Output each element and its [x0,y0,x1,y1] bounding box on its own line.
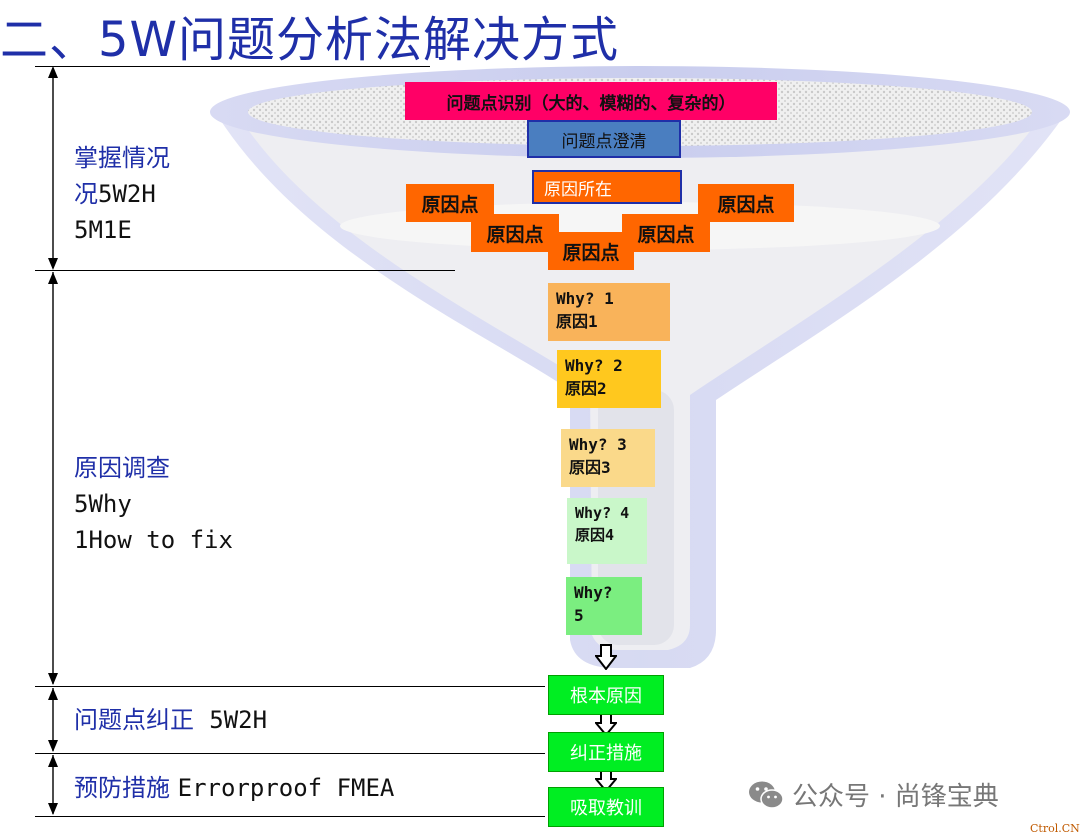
why-cause-4: 原因4 [575,526,615,544]
divider-line [35,686,545,687]
why-box-1: Why? 1 原因1 [548,283,670,341]
situation-method-5w2h: 5W2H [98,180,156,208]
why-question-2: Why? 2 [565,356,623,375]
prevention-heading: 预防措施 [74,774,170,802]
root-cause-box: 根本原因 [548,675,664,715]
cause-point-box: 原因点 [622,214,710,252]
why-cause-2: 原因2 [565,379,607,398]
section-prevention: 预防措施 Errorproof FMEA [74,770,394,806]
prevention-method: Errorproof FMEA [177,774,395,802]
why-box-5: Why? 5 [566,577,642,635]
why-question-4: Why? 4 [575,504,630,522]
page-title: 二、5W问题分析法解决方式 [0,12,620,68]
investigation-method-fix: 1How to fix [74,526,233,554]
divider-line [35,753,545,754]
down-arrow-icon [595,644,617,670]
why-cause-1: 原因1 [556,312,598,331]
source-credit: Ctrol.CN [1030,822,1080,835]
situation-method-5m1e: 5M1E [74,216,132,244]
identify-box: 问题点识别（大的、模糊的、复杂的） [405,82,777,120]
investigation-method-5why: 5Why [74,490,132,518]
why-question-1: Why? 1 [556,289,614,308]
section-correction: 问题点纠正 5W2H [74,702,267,738]
situation-heading: 掌握情况 [74,144,170,172]
divider-line [35,270,455,271]
why-box-4: Why? 4 原因4 [567,498,647,564]
why-box-2: Why? 2 原因2 [557,350,661,408]
span-arrows [48,66,58,815]
why-cause-5: 5 [574,606,584,625]
cause-point-box: 原因点 [698,184,794,222]
cause-location-box: 原因所在 [532,170,682,204]
why-question-3: Why? 3 [569,435,627,454]
clarify-box: 问题点澄清 [527,120,681,158]
corrective-action-box: 纠正措施 [548,732,664,772]
cause-point-box: 原因点 [406,184,494,222]
situation-prefix: 况 [74,180,98,208]
why-question-5: Why? [574,583,613,602]
lessons-learned-box: 吸取教训 [548,787,664,827]
divider-line [35,816,545,817]
correction-method: 5W2H [209,706,268,734]
watermark-text: 公众号 · 尚锋宝典 [792,782,999,812]
watermark: 公众号 · 尚锋宝典 [748,776,999,813]
section-situation: 掌握情况 况5W2H 5M1E [74,140,170,248]
correction-heading: 问题点纠正 [74,706,194,734]
why-box-3: Why? 3 原因3 [561,429,655,487]
why-cause-3: 原因3 [569,458,611,477]
cause-point-box: 原因点 [471,214,559,252]
cause-point-box: 原因点 [548,232,634,270]
wechat-icon [749,781,784,809]
divider-line [35,66,430,67]
investigation-heading: 原因调查 [74,454,170,482]
section-investigation: 原因调查 5Why 1How to fix [74,450,233,558]
